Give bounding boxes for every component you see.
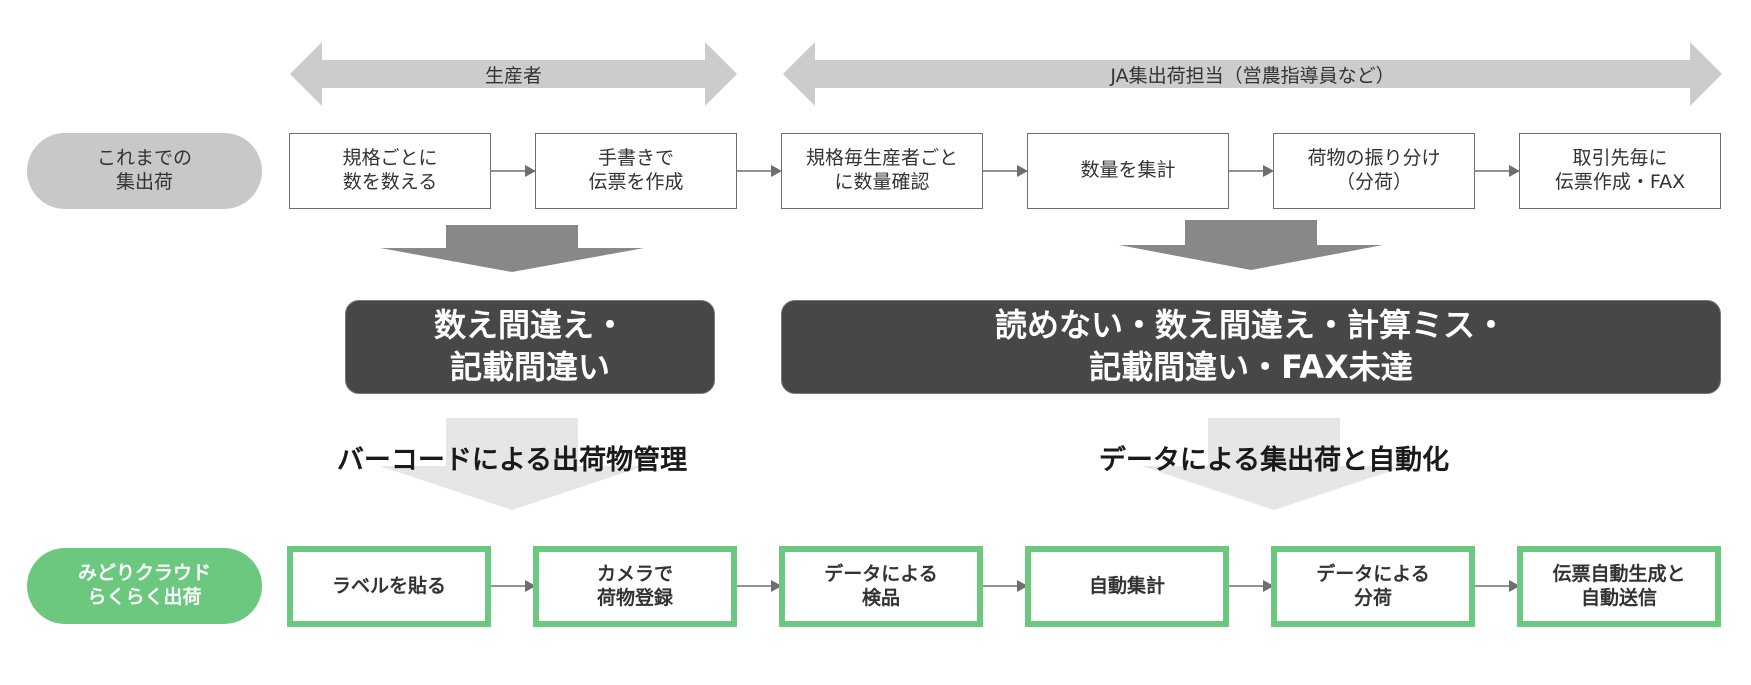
producer-down-arrow-light bbox=[380, 418, 644, 510]
current-step-handwrite-slip: 手書きで 伝票を作成 bbox=[535, 133, 737, 209]
solution-heading-producer: バーコードによる出荷物管理 bbox=[336, 444, 688, 476]
new-step-apply-label: ラベルを貼る bbox=[287, 546, 491, 627]
current-step-total-quantity: 数量を集計 bbox=[1027, 133, 1229, 209]
problem-box-ja: 読めない・数え間違え・計算ミス・ 記載間違い・FAX未達 bbox=[781, 300, 1721, 394]
new-step-data-sorting: データによる 分荷 bbox=[1271, 546, 1475, 627]
role-label-producer: 生産者 bbox=[484, 64, 542, 87]
new-connectors bbox=[491, 580, 1520, 592]
row-label-new: みどりクラウド らくらく出荷 bbox=[27, 548, 262, 624]
current-step-confirm-quantity: 規格毎生産者ごと に数量確認 bbox=[781, 133, 983, 209]
current-step-count-by-grade: 規格ごとに 数を数える bbox=[289, 133, 491, 209]
producer-down-arrow-dark bbox=[380, 225, 644, 272]
ja-down-arrow-light bbox=[1142, 418, 1406, 510]
current-step-slip-and-fax: 取引先毎に 伝票作成・FAX bbox=[1519, 133, 1721, 209]
row-label-current: これまでの 集出荷 bbox=[27, 133, 262, 209]
new-step-data-inspection: データによる 検品 bbox=[779, 546, 983, 627]
problem-box-producer: 数え間違え・ 記載間違い bbox=[345, 300, 715, 394]
solution-heading-ja: データによる集出荷と自動化 bbox=[1098, 444, 1450, 476]
new-step-auto-total: 自動集計 bbox=[1025, 546, 1229, 627]
role-label-ja: JA集出荷担当（営農指導員など） bbox=[1110, 64, 1395, 87]
new-step-camera-register: カメラで 荷物登録 bbox=[533, 546, 737, 627]
ja-down-arrow-dark bbox=[1119, 220, 1383, 270]
producer-range-arrow bbox=[290, 42, 737, 106]
ja-range-arrow bbox=[783, 42, 1722, 106]
current-step-sort-shipments: 荷物の振り分け （分荷） bbox=[1273, 133, 1475, 209]
current-connectors bbox=[491, 165, 1520, 177]
new-step-auto-slip-send: 伝票自動生成と 自動送信 bbox=[1517, 546, 1721, 627]
